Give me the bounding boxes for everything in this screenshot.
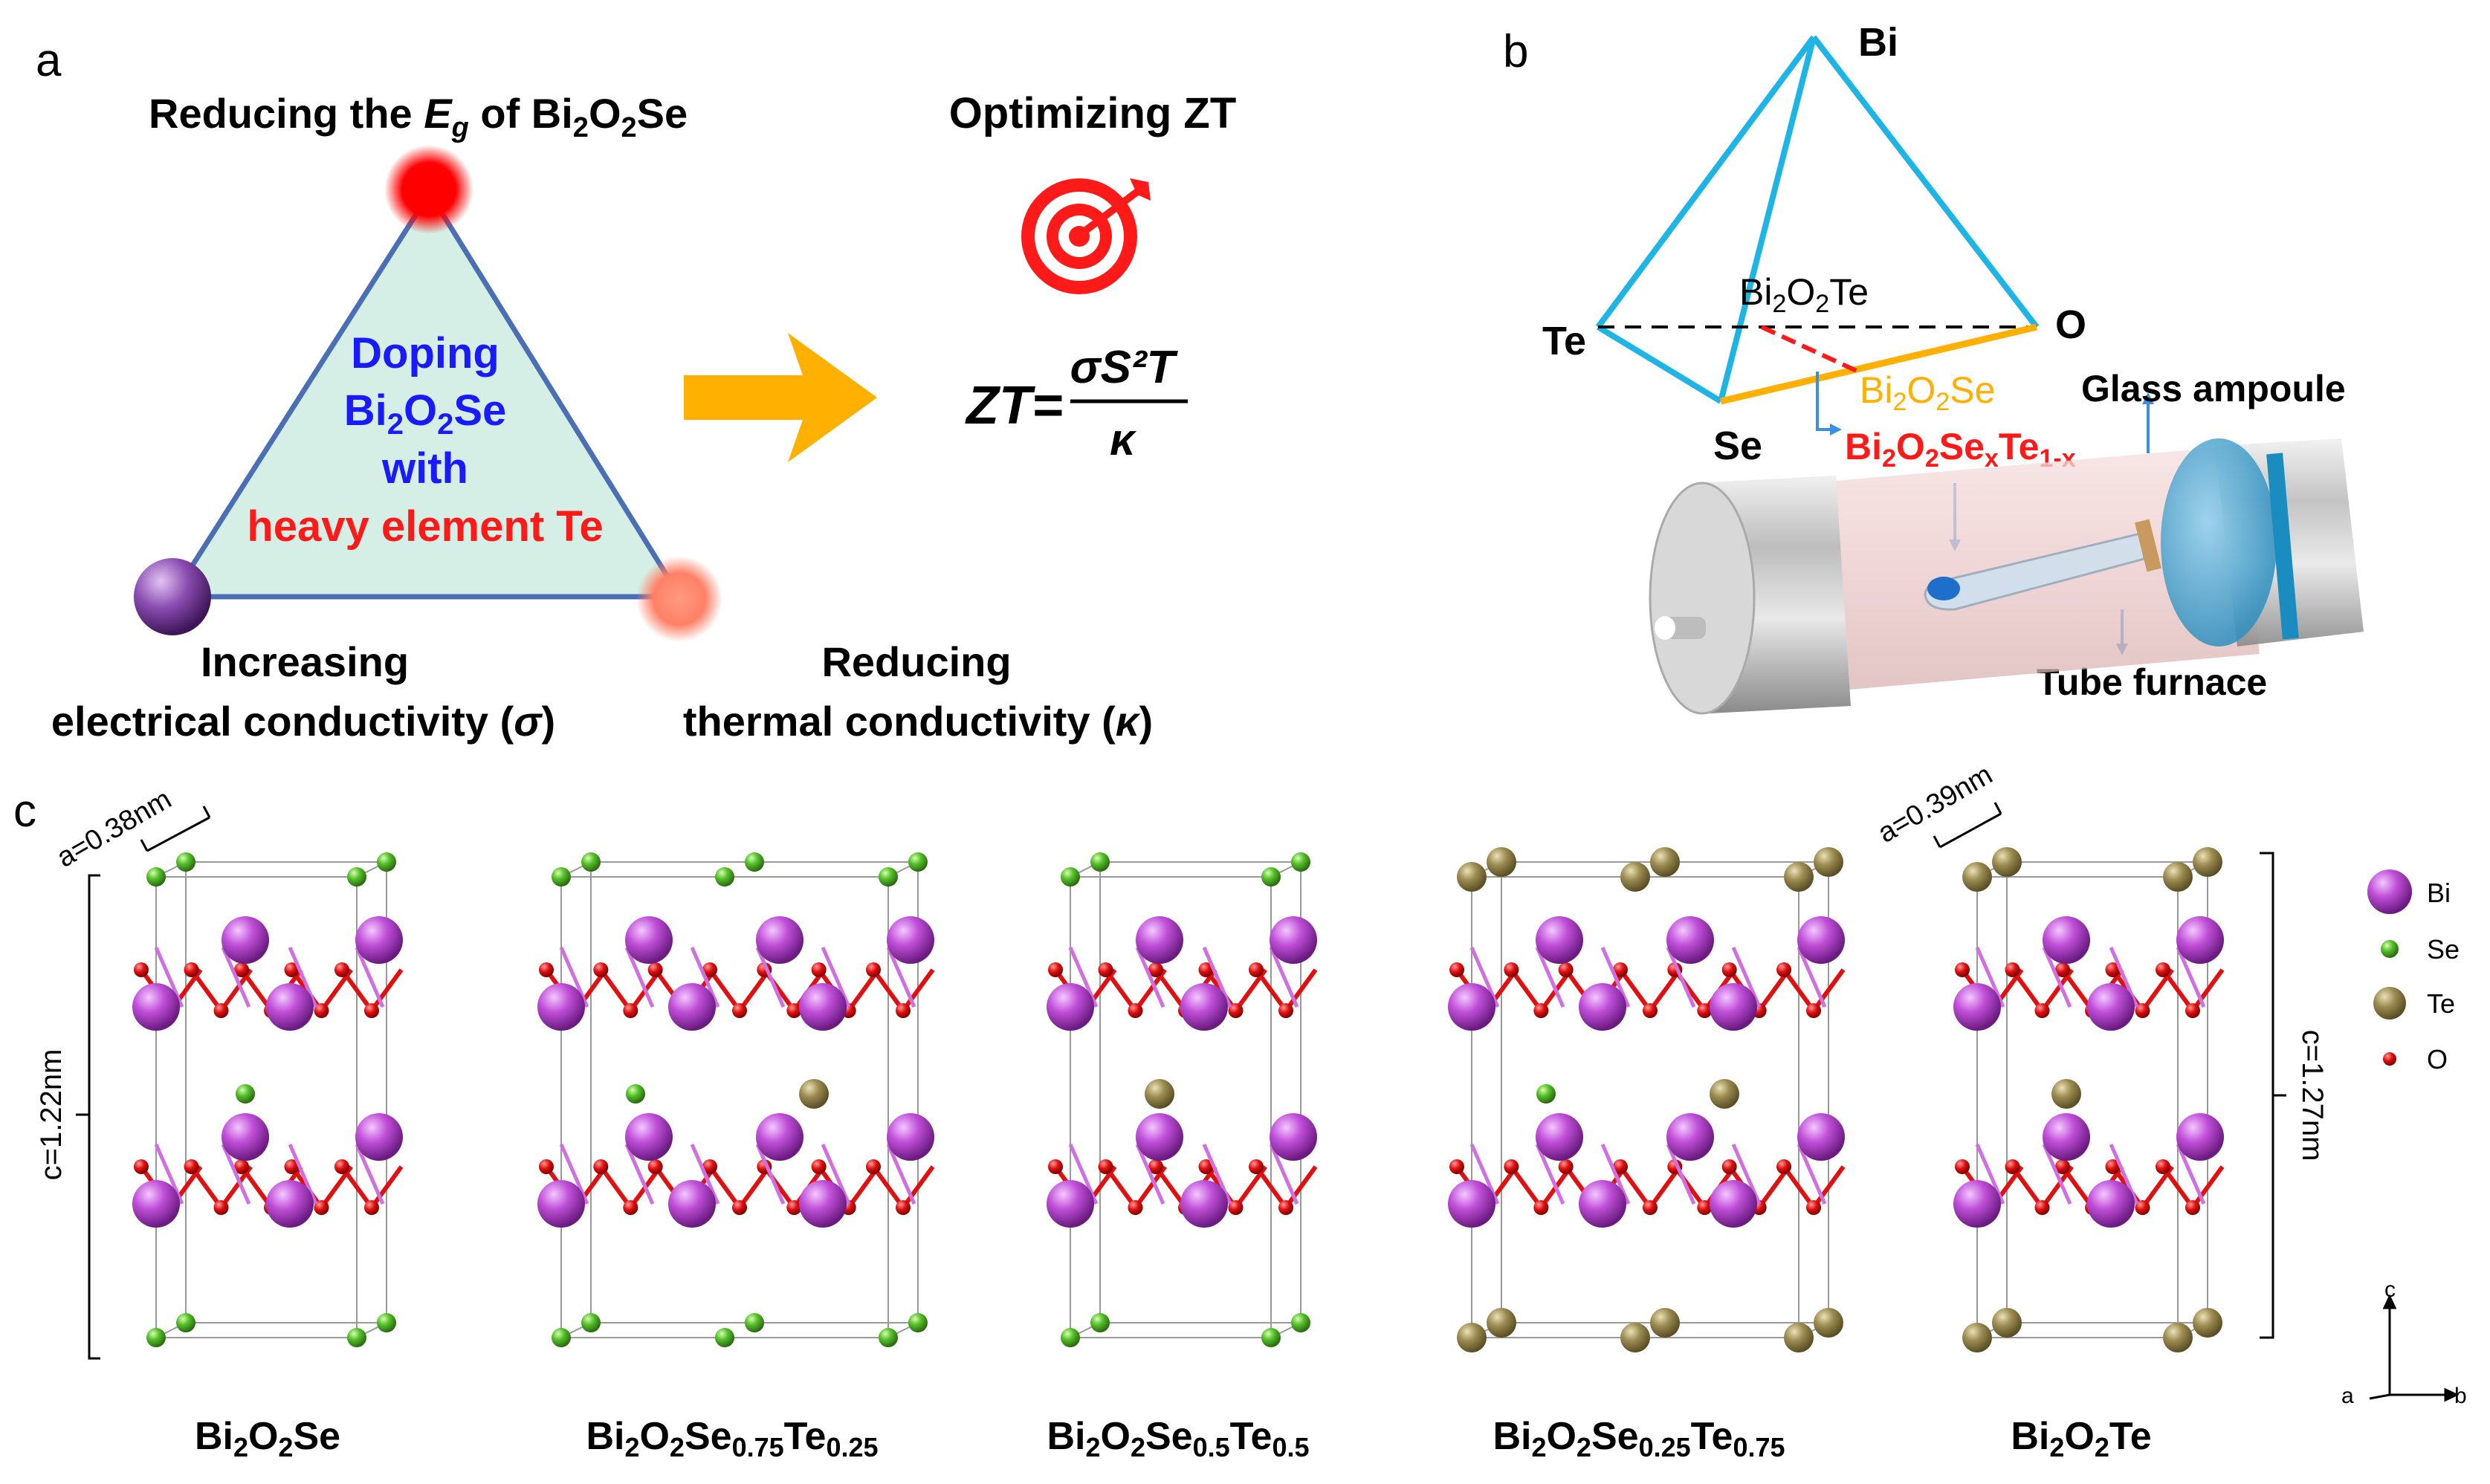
arrow-right bbox=[684, 333, 877, 462]
legend-te-sphere bbox=[2373, 987, 2406, 1020]
c-left-label: c=1.22nm bbox=[35, 1049, 68, 1181]
legend-se-sphere bbox=[2381, 940, 2399, 958]
center-line4: heavy element Te bbox=[247, 502, 603, 551]
crystal-structure-2 bbox=[537, 852, 935, 1347]
crystal-structure-5 bbox=[1953, 847, 2225, 1352]
panel-b-letter: b bbox=[1503, 26, 1528, 77]
left-line2: electrical conductivity (σ) bbox=[51, 698, 555, 745]
vertex-te: Te bbox=[1542, 319, 1586, 363]
label-bi2o2te: Bi2O2Te bbox=[1739, 271, 1869, 318]
right-line1: Reducing bbox=[821, 638, 1011, 685]
center-line1: Doping bbox=[351, 329, 499, 378]
triangle bbox=[167, 188, 685, 600]
atom-legend: Bi Se Te O bbox=[2367, 869, 2460, 1075]
legend-se-label: Se bbox=[2427, 934, 2460, 965]
structure-label-2: Bi2O2Se0.75Te0.25 bbox=[586, 1415, 878, 1462]
tetrahedron bbox=[1595, 35, 2040, 405]
legend-bi-sphere bbox=[2367, 869, 2412, 914]
structure-label-5: Bi2O2Te bbox=[2011, 1415, 2151, 1462]
lattice-c-left: c=1.22nm bbox=[35, 874, 100, 1360]
a-right-label: a=0.39nm bbox=[1873, 759, 1998, 849]
tube-furnace-illustration bbox=[1649, 438, 2364, 715]
crystal-structures bbox=[132, 847, 2225, 1352]
legend-o-sphere bbox=[2383, 1052, 2396, 1066]
left-line1: Increasing bbox=[201, 638, 409, 685]
structure-label-4: Bi2O2Se0.25Te0.75 bbox=[1493, 1415, 1785, 1462]
label-alloy: Bi2O2SexTe1-x bbox=[1845, 426, 2076, 473]
goal-title: Optimizing ZT bbox=[949, 89, 1237, 137]
top-dot bbox=[384, 145, 473, 234]
axis-c-label: c bbox=[2384, 1277, 2396, 1302]
formula-lhs: ZT= bbox=[965, 376, 1063, 435]
axis-b-label: b bbox=[2454, 1384, 2467, 1408]
axis-triad bbox=[2369, 1294, 2460, 1402]
top-label: Reducing the Eg of Bi2O2Se bbox=[149, 90, 688, 143]
left-dot bbox=[134, 558, 211, 635]
crystal-structure-4 bbox=[1448, 847, 1846, 1352]
center-line3: with bbox=[381, 444, 468, 493]
lattice-a-right: a=0.39nm bbox=[1873, 759, 2002, 849]
structure-label-3: Bi2O2Se0.5Te0.5 bbox=[1047, 1415, 1309, 1462]
formula-denominator: κ bbox=[1110, 415, 1137, 464]
legend-te-label: Te bbox=[2427, 988, 2455, 1019]
vertex-se: Se bbox=[1713, 424, 1762, 468]
crystal-structure-1 bbox=[132, 852, 404, 1347]
panel-c: c a=0.38nm a=0.39nm c=1.22nm c=1.27nm bbox=[13, 759, 2467, 1462]
a-left-label: a=0.38nm bbox=[52, 783, 177, 873]
structure-label-1: Bi2O2Se bbox=[195, 1415, 340, 1462]
c-right-label: c=1.27nm bbox=[2296, 1030, 2329, 1161]
center-line2: Bi2O2Se bbox=[344, 386, 507, 441]
legend-o-label: O bbox=[2427, 1044, 2448, 1075]
legend-bi-label: Bi bbox=[2427, 878, 2451, 908]
right-dot bbox=[636, 556, 722, 642]
crystal-structure-3 bbox=[1047, 852, 1318, 1347]
axis-a-label: a bbox=[2341, 1384, 2354, 1408]
target-icon bbox=[1021, 178, 1151, 294]
panel-c-letter: c bbox=[13, 785, 36, 837]
vertex-o: O bbox=[2055, 302, 2086, 347]
zt-formula: ZT= σS²T κ bbox=[965, 342, 1188, 464]
panel-a-letter: a bbox=[36, 35, 62, 86]
panel-a: a Reducing the Eg of Bi2O2Se Doping Bi2O… bbox=[36, 35, 1236, 745]
formula-numerator: σS²T bbox=[1070, 342, 1178, 393]
panel-b: b Bi Te O Se Bi2O2Te Bi2O2Se Bi2O2SexTe1… bbox=[1503, 20, 2364, 715]
label-bi2o2se: Bi2O2Se bbox=[1860, 369, 1995, 416]
lattice-c-right: c=1.27nm bbox=[2260, 852, 2329, 1339]
glass-ampoule-label: Glass ampoule bbox=[2081, 368, 2346, 409]
vertex-bi: Bi bbox=[1858, 20, 1898, 65]
right-line2: thermal conductivity (κ) bbox=[683, 698, 1153, 745]
